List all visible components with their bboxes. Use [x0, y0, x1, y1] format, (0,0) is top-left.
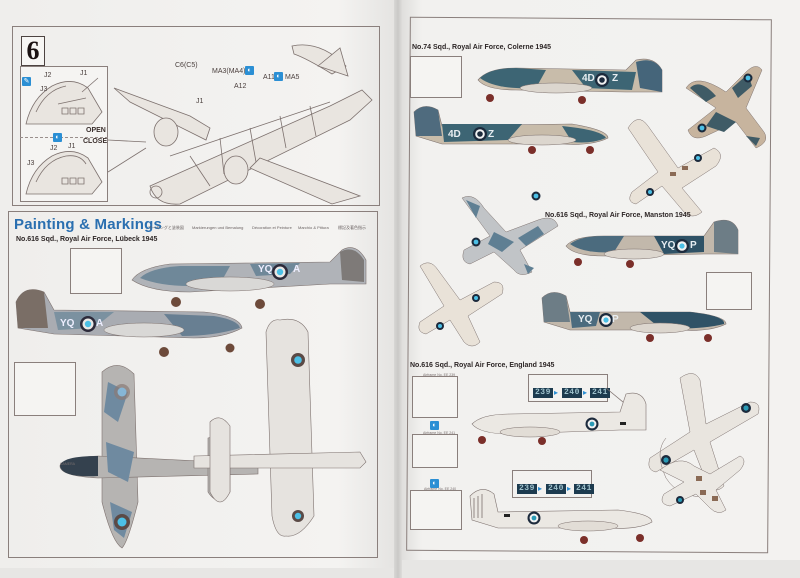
- part-label-j3-bottom: J3: [27, 160, 35, 167]
- england-side-view-1: [471, 387, 647, 445]
- lubeck-underside-view: [193, 318, 367, 537]
- colerne-side-view-2: [413, 106, 609, 154]
- scheme-title-colerne: No.74 Sqd., Royal Air Force, Colerne 194…: [412, 44, 552, 51]
- paint-arrow-icon: ▸: [538, 484, 543, 493]
- open-label: OPEN: [86, 127, 106, 134]
- close-label: CLOSE: [83, 138, 108, 145]
- code-letter-a: A: [96, 318, 104, 329]
- paint-brush-icon: ✎: [22, 77, 31, 86]
- serial-number-box-1: 239 ▸ 240 ▸ 241: [528, 374, 610, 402]
- translation-it: Marchio & Pittura: [298, 225, 329, 230]
- code-letter-z: Z: [612, 73, 619, 84]
- inset-caption-ee241: Airframe No. EE 241: [423, 431, 456, 435]
- manston-top-view: [461, 191, 559, 275]
- part-label-j2-top: J2: [44, 72, 52, 79]
- serial-241: 241: [590, 388, 610, 398]
- code-letters-yq: YQ: [60, 318, 75, 329]
- scheme-title-manston: No.616 Sqd., Royal Air Force, Manston 19…: [545, 212, 691, 219]
- lubeck-side-view-1: [131, 247, 367, 309]
- manston-side-view-2: [541, 292, 727, 342]
- detail-inset-manston: [706, 272, 752, 310]
- code-letters-yq: YQ: [661, 240, 676, 251]
- step-number: 6: [21, 36, 45, 66]
- lubeck-side-view-2: [15, 289, 243, 357]
- part-callout-a12: A12: [234, 83, 247, 90]
- paint-chip-icon: ◐: [53, 133, 62, 142]
- part-label-j1-bottom: J1: [68, 143, 76, 150]
- part-callout-ma5: MA5: [285, 74, 300, 81]
- part-label-j3-top: J3: [40, 86, 48, 93]
- code-letters-4d: 4D: [582, 73, 595, 84]
- part-label-j2-bottom: J2: [50, 145, 58, 152]
- paint-arrow-icon: ▸: [554, 388, 559, 397]
- code-letters-4d: 4D: [448, 129, 461, 140]
- detail-inset-ee239: [412, 376, 458, 418]
- detail-inset-ee241: [412, 434, 458, 468]
- paint-arrow-icon: ▸: [567, 484, 572, 493]
- england-side-view-2: [469, 489, 653, 544]
- serial-240: 240: [562, 388, 582, 398]
- translation-de: Markierungen und Bemalung: [192, 225, 244, 230]
- serial-239: 239: [517, 484, 537, 494]
- colerne-top-view: [685, 66, 766, 149]
- serial-241: 241: [574, 484, 594, 494]
- step-6-panel: [12, 26, 380, 206]
- inset-caption-ee239: Airframe No. EE 239: [423, 373, 456, 377]
- code-letter-z: Z: [488, 129, 495, 140]
- code-letter-a: A: [293, 264, 301, 275]
- camera-label: CAMERA: [60, 462, 75, 466]
- part-label-j1-top: J1: [80, 70, 88, 77]
- manston-underside-view: [418, 262, 504, 347]
- translation-fr: Décoration et Peinture: [252, 225, 292, 230]
- code-letters-yq: YQ: [258, 264, 273, 275]
- paint-chip-icon: ◐: [274, 72, 283, 81]
- canopy-closed-drawing: [25, 151, 103, 195]
- detail-inset-colerne: [410, 56, 462, 98]
- code-letter-p: P: [690, 240, 697, 251]
- manston-side-view-1: [565, 219, 739, 268]
- open-close-divider: [20, 137, 108, 138]
- colerne-side-view-1: [477, 58, 663, 104]
- paint-chip-icon: ◐: [245, 66, 254, 75]
- paint-chip-icon: ◐: [430, 421, 439, 430]
- detail-inset-nose: [70, 248, 122, 294]
- code-letter-p: P: [612, 314, 619, 325]
- serial-240: 240: [546, 484, 566, 494]
- paint-chip-icon: ◐: [430, 479, 439, 488]
- translation-ja: マーキングと塗装図: [148, 225, 184, 230]
- inset-caption-ee240: Airframe No. EE 240: [424, 487, 457, 491]
- translation-zh: 標記及著色指示: [338, 225, 366, 230]
- part-callout-j1: J1: [196, 98, 204, 105]
- leader-lines: [107, 139, 147, 173]
- painting-markings-panel: [8, 211, 378, 558]
- detail-inset-ee240: [410, 490, 462, 530]
- england-underside-view: [659, 455, 745, 513]
- paint-arrow-icon: ▸: [583, 388, 588, 397]
- scheme-title-lubeck: No.616 Sqd., Royal Air Force, Lübeck 194…: [16, 236, 158, 243]
- serial-number-box-2: 239 ▸ 240 ▸ 241: [512, 470, 594, 498]
- part-callout-ma3: MA3(MA4): [212, 68, 246, 75]
- colerne-underside-view: [627, 119, 721, 217]
- serial-239: 239: [533, 388, 553, 398]
- page-gutter: [394, 0, 402, 578]
- detail-inset-front-view: [14, 362, 76, 416]
- painting-markings-title: Painting & Markings: [14, 216, 162, 233]
- part-callout-a11: A11: [263, 74, 275, 81]
- part-callout-c6: C6(C5): [175, 62, 198, 69]
- code-letters-yq: YQ: [578, 314, 593, 325]
- scheme-title-england: No.616 Sqd., Royal Air Force, England 19…: [410, 362, 555, 369]
- canopy-open-drawing: [25, 77, 103, 125]
- aircraft-isometric-drawing: [113, 44, 373, 205]
